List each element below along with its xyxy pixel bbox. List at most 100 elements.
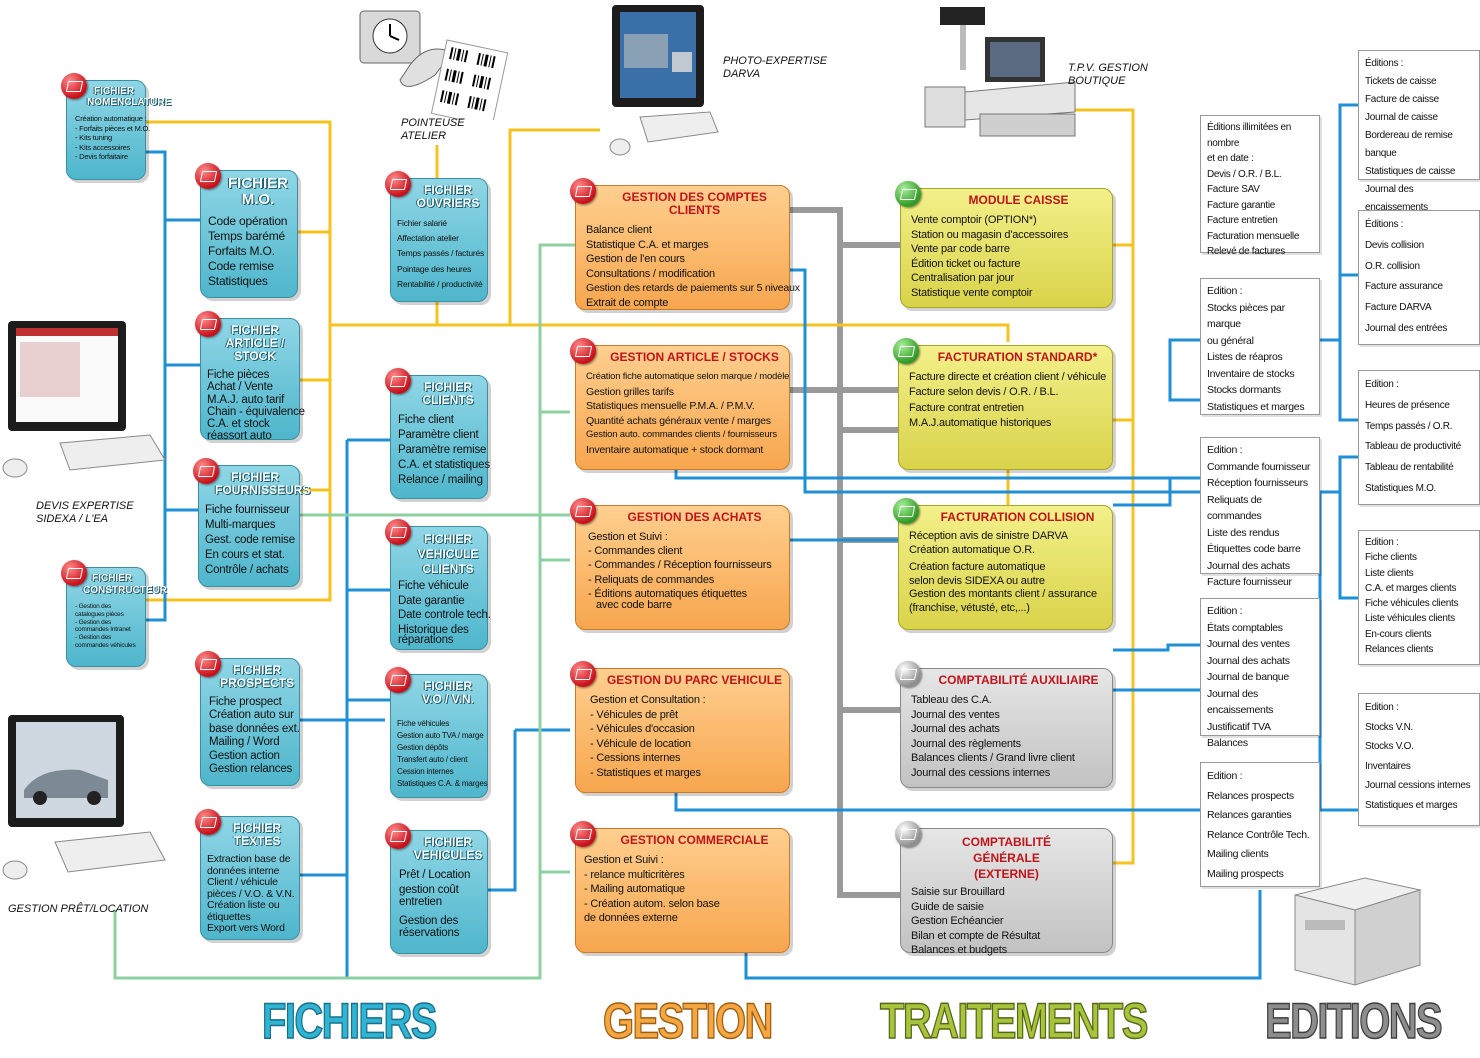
box-title: FICHIER V.O / V.N. xyxy=(422,679,474,706)
item: (franchise, vétusté, etc,...) xyxy=(909,601,1030,614)
fichier-vehicules-box[interactable]: FICHIER VEHICULES Prêt / Location gestio… xyxy=(385,823,488,954)
box-items: Gestion et Consultation : - Véhicules de… xyxy=(576,687,789,781)
gestion-commerciale-box[interactable]: GESTION COMMERCIALE Gestion et Suivi : -… xyxy=(570,821,790,953)
item: commandes véhicules xyxy=(75,641,136,649)
item: Affectation atelier xyxy=(397,233,459,244)
fichier-textes-box[interactable]: FICHIER TEXTES Extraction base de donnée… xyxy=(195,809,300,940)
edition-item: Edition : xyxy=(1207,770,1243,782)
box-items: Balance client Statistique C.A. et marge… xyxy=(576,217,800,311)
fichier-article-box[interactable]: FICHIER ARTICLE / STOCK Fiche pièces Ach… xyxy=(195,311,305,443)
item: Quantité achats généraux vente / marges xyxy=(586,414,771,427)
box-items: Fiche client Paramètre client Paramètre … xyxy=(391,407,490,488)
folder-icon xyxy=(193,458,219,484)
comptabilite-generale-box[interactable]: COMPTABILITÉ GÉNÉRALE (EXTERNE) Saisie s… xyxy=(895,821,1113,956)
item: Journal des cessions internes xyxy=(911,766,1051,779)
edition-item: Liste clients xyxy=(1365,567,1414,579)
edition-item: Statistiques de caisse xyxy=(1365,166,1456,177)
edition-item: Justificatif TVA xyxy=(1207,720,1271,733)
photo-device xyxy=(600,2,720,162)
gestion-achats-box[interactable]: GESTION DES ACHATS Gestion et Suivi : - … xyxy=(570,498,790,630)
gestion-parc-box[interactable]: GESTION DU PARC VEHICULE Gestion et Cons… xyxy=(570,661,790,793)
photo-label: PHOTO-EXPERTISE DARVA xyxy=(723,55,828,80)
box-title: FACTURATION COLLISION xyxy=(940,510,1095,524)
folder-icon xyxy=(895,661,921,687)
item: Paramètre remise xyxy=(398,444,487,456)
fichier-vehicule-clients-box[interactable]: FICHIER VEHICULE CLIENTS Fiche véhicule … xyxy=(385,519,491,650)
edition-item: Facture DARVA xyxy=(1365,302,1432,314)
edition-achats-box: Edition : Commande fournisseur Réception… xyxy=(1200,437,1320,588)
edition-item: Mailing clients xyxy=(1207,848,1269,860)
gestion-article-box[interactable]: GESTION ARTICLE / STOCKS Création fiche … xyxy=(570,338,790,470)
edition-item: Balances xyxy=(1207,737,1248,749)
facturation-collision-box[interactable]: FACTURATION COLLISION Réception avis de … xyxy=(893,498,1113,630)
fichier-mo-box[interactable]: FICHIER M.O. Code opération Temps barémé… xyxy=(195,163,298,298)
item: Extrait de compte xyxy=(586,296,669,309)
item: commandes Intranet xyxy=(75,626,131,634)
edition-item: Facturation mensuelle xyxy=(1207,230,1300,242)
item: Historique des xyxy=(398,623,469,636)
item: Facture directe et création client / véh… xyxy=(909,371,1107,383)
item: Tableau des C.A. xyxy=(911,694,992,706)
item: Gestion et Suivi : xyxy=(584,854,664,866)
item: base données ext. xyxy=(209,722,300,735)
fichier-ouvriers-box[interactable]: FICHIER OUVRIERS Fichier salarié Affecta… xyxy=(385,171,488,302)
edition-item: Facture fournisseur xyxy=(1207,576,1292,588)
fichier-fournisseurs-box[interactable]: FICHIER FOURNISSEURS Fiche fournisseur M… xyxy=(193,458,310,587)
edition-factures-box: Éditions illimitées en nombre et en date… xyxy=(1200,115,1320,257)
facturation-standard-box[interactable]: FACTURATION STANDARD* Facture directe et… xyxy=(893,338,1113,470)
item: Création auto sur xyxy=(209,709,294,722)
item: Gestion et Suivi : xyxy=(588,531,668,543)
box-items: Facture directe et création client / véh… xyxy=(899,364,1112,431)
folder-icon xyxy=(195,651,221,677)
edition-item: Temps passés / O.R. xyxy=(1365,420,1453,432)
fichier-vovn-box[interactable]: FICHIER V.O / V.N. Fiche véhicules Gesti… xyxy=(385,667,488,798)
item: - Statistiques et marges xyxy=(590,766,701,779)
item: En cours et stat. xyxy=(205,549,285,561)
printer-device xyxy=(1285,860,1425,990)
module-caisse-box[interactable]: MODULE CAISSE Vente comptoir (OPTION*) S… xyxy=(895,181,1113,308)
edition-item: Journal des encaissements xyxy=(1365,184,1428,213)
item: Achat / Vente xyxy=(207,381,273,394)
fichier-constructeur-box[interactable]: FICHIER CONSTRUCTEUR - Gestion des catal… xyxy=(61,560,167,667)
edition-item: Statistiques M.O. xyxy=(1365,482,1437,494)
computer-monitor-icon xyxy=(2,715,166,880)
box-items: Fiche véhicules Gestion auto TVA / marge… xyxy=(391,706,488,790)
gestion-comptes-box[interactable]: GESTION DES COMPTES CLIENTS Balance clie… xyxy=(570,178,800,311)
item: Journal des ventes xyxy=(911,708,1000,721)
link-grey xyxy=(790,207,900,898)
fichier-clients-box[interactable]: FICHIER CLIENTS Fiche client Paramètre c… xyxy=(385,368,490,499)
item: Gestion et Consultation : xyxy=(590,694,706,706)
comptabilite-auxiliaire-box[interactable]: COMPTABILITÉ AUXILIAIRE Tableau des C.A.… xyxy=(895,661,1113,788)
section-editions: EDITIONS xyxy=(1264,992,1443,1050)
item: Extraction base de xyxy=(207,853,291,865)
tpv-label: T.P.V. GESTION BOUTIQUE xyxy=(1068,62,1148,87)
fichier-nomenclature-box[interactable]: FICHIER NOMENCLATURE Création automatiqu… xyxy=(61,73,171,180)
fichier-prospects-box[interactable]: FICHIER PROSPECTS Fiche prospect Créatio… xyxy=(195,651,300,786)
edition-item: Tableau de productivité xyxy=(1365,441,1461,453)
box-items: Prêt / Location gestion coût entretien G… xyxy=(391,862,487,939)
box-title: FICHIER CLIENTS xyxy=(422,380,474,407)
folder-icon xyxy=(893,338,919,364)
box-items: Fiche véhicule Date garantie Date contro… xyxy=(391,577,491,648)
edition-item: Éditions illimitées en nombre xyxy=(1207,122,1291,149)
edition-item: Liste des rendus xyxy=(1207,526,1280,539)
edition-item: Journal des encaissements xyxy=(1207,687,1274,717)
item: Export vers Word xyxy=(207,922,285,934)
folder-icon xyxy=(385,368,411,394)
item: Centralisation par jour xyxy=(911,272,1015,285)
devis-label: DEVIS EXPERTISE SIDEXA / L'EA xyxy=(36,500,134,525)
item: réservations xyxy=(399,926,460,939)
item: Station ou magasin d'accessoires xyxy=(911,228,1069,241)
edition-item: Éditions : xyxy=(1365,58,1404,69)
item: étiquettes xyxy=(207,910,251,923)
edition-item: Facture assurance xyxy=(1365,281,1443,293)
edition-item: Stocks pièces par marque xyxy=(1207,301,1285,331)
item: données interne xyxy=(207,864,280,877)
item: Fichier salarié xyxy=(397,218,447,228)
item: pièces / V.O. & V.N. xyxy=(207,887,295,900)
item: Journal des règlements xyxy=(911,737,1021,750)
edition-comptables-box: Edition : États comptables Journal des v… xyxy=(1200,598,1320,749)
edition-item: C.A. et marges clients xyxy=(1365,582,1457,594)
item: réassort auto xyxy=(207,430,272,443)
box-items: Vente comptoir (OPTION*) Station ou maga… xyxy=(901,207,1112,301)
